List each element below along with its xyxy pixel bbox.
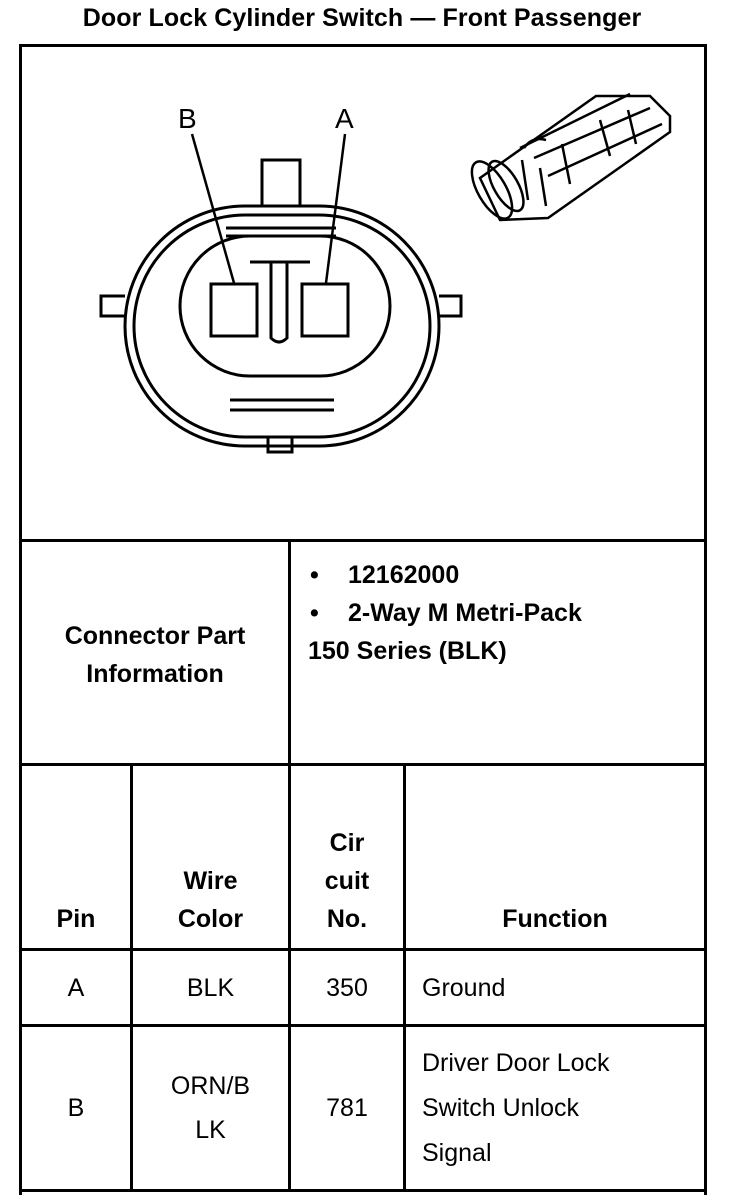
pin-a-label: A [335,103,354,134]
rule-col-info [288,541,291,1191]
connector-sheet: B A Connector Part Information • 1216200… [19,44,707,1195]
header-circuit-line2: cuit [324,867,370,895]
header-pin: Pin [22,766,130,948]
row-b-circuit-text: 781 [326,1094,368,1122]
connector-diagram: B A [99,92,672,454]
connector-info-details: • 12162000 • 2-Way M Metri-Pack 150 Seri… [308,556,698,670]
header-function: Function [406,766,704,948]
description-line1: 2-Way M Metri-Pack [348,599,582,627]
description-line2: 150 Series (BLK) [308,637,507,665]
connector-outer-shell [123,204,441,448]
header-function-text: Function [502,905,608,933]
row-a-wire-color-text: BLK [186,973,235,1002]
row-b-function-line3: Signal [422,1138,492,1167]
row-a-function: Ground [422,951,702,1024]
header-wire-color-line2: Color [177,905,244,933]
row-a-function-text: Ground [422,973,506,1002]
row-a-wire-color: BLK [133,951,288,1024]
header-circuit-line1: Cir [329,829,365,857]
row-a-pin: A [22,951,130,1024]
row-b-wire-color: ORN/B LK [133,1027,288,1189]
header-circuit: Cir cuit No. [291,766,403,948]
row-a-circuit-text: 350 [326,973,368,1002]
row-b-wire-color-line1: ORN/B [170,1072,251,1100]
page-title: Door Lock Cylinder Switch — Front Passen… [82,4,642,32]
rule-row-a-bottom [22,1024,704,1027]
pin-b-label: B [178,103,197,134]
connector-perspective-illustration [470,92,672,222]
pin-b-leader [190,133,236,284]
header-wire-color: Wire Color [133,766,288,948]
locking-tab-top [260,158,302,206]
row-b-function-line1: Driver Door Lock [422,1048,610,1077]
pin-a-leader [324,133,347,284]
row-b-wire-color-line2: LK [195,1116,226,1144]
header-pin-text: Pin [56,905,96,933]
row-b-function-line2: Switch Unlock [422,1093,579,1122]
rule-header-bottom [22,948,704,951]
part-number: 12162000 [348,561,460,589]
rule-top [22,44,704,47]
pin-a-terminal [300,282,350,338]
connector-info-label: Connector Part Information [22,542,288,763]
rule-col-circuit [403,765,406,1191]
bottom-tab [266,437,294,454]
description-item: • 2-Way M Metri-Pack [308,594,698,632]
row-b-pin-text: B [67,1094,85,1122]
bullet-icon: • [310,561,319,589]
rule-col-pin [130,765,133,1191]
side-tab-right [439,294,463,318]
header-wire-color-line1: Wire [183,867,238,895]
rule-diagram-bottom [22,539,704,542]
row-b-circuit: 781 [291,1027,403,1189]
side-tab-left [99,294,125,318]
rule-info-bottom [22,763,704,766]
connector-info-label-line1: Connector Part [64,621,246,650]
row-b-pin: B [22,1027,130,1189]
rule-bottom [22,1189,704,1192]
connector-info-label-line2: Information [86,659,224,688]
row-a-circuit: 350 [291,951,403,1024]
row-a-pin-text: A [67,973,85,1002]
pin-b-terminal [209,282,259,338]
bullet-icon: • [310,599,319,627]
header-circuit-line3: No. [326,905,368,933]
part-number-item: • 12162000 [308,556,698,594]
row-b-function: Driver Door Lock Switch Unlock Signal [422,1027,702,1189]
connector-inner-shell [132,213,432,439]
